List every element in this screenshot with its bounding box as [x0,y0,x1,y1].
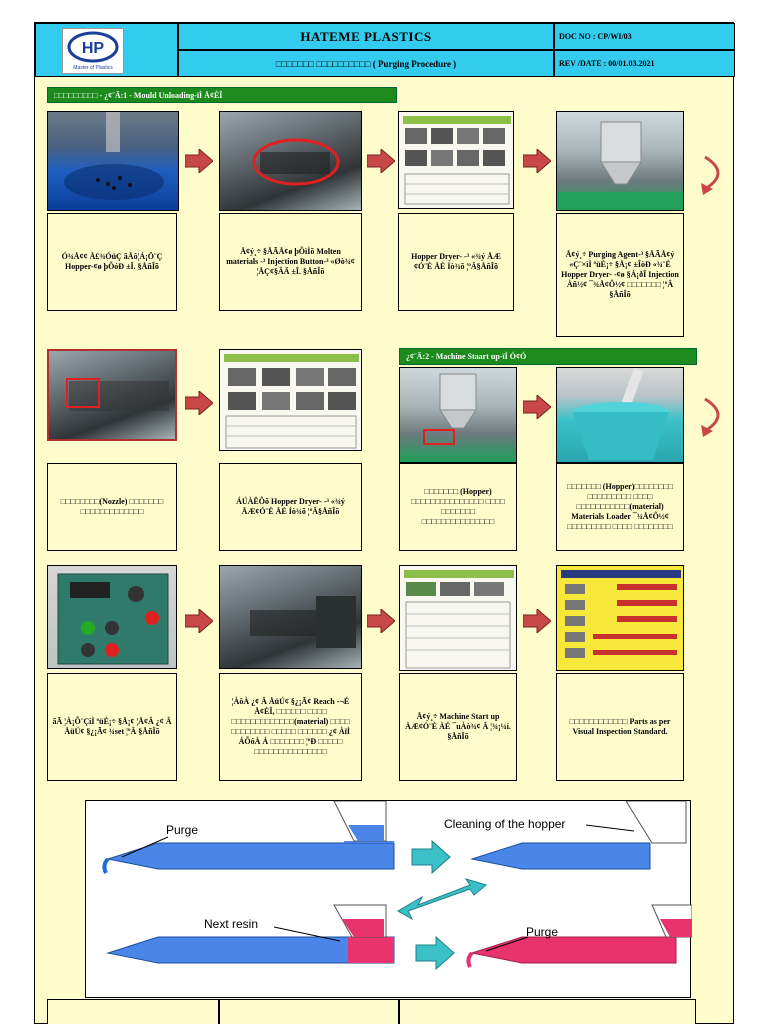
photo-nozzle-closeup [47,349,177,441]
step-11-description: Å¢ý¸÷ Machine Start up ÀÆ¢Ó¨È ÀÉ ¯uÀò¾¢ … [399,673,517,781]
label-purge-bottom: Purge [526,925,559,939]
work-instruction-sheet: HP Master of Plastics HATEME PLASTICS □□… [34,22,735,1024]
granules-illustration [64,112,164,200]
step-12-description: □□□□□□□□□□□□ Parts as per Visual Inspect… [556,673,684,781]
photo-inspection-standard [556,565,684,671]
step-3-description: Hopper Dryer- -³ «¾ý ÅÆ ¢Ó¨È ÅÈ Íò¾õ ¦ºÂ… [398,213,514,311]
tank-illustration [573,368,669,460]
document-subtitle: □□□□□□□ □□□□□□□□□□ ( Purging Procedure ) [178,50,554,77]
logo-tagline: Master of Plastics [73,65,113,71]
arrow-right-icon [185,149,213,173]
step-7-description: □□□□□□□ (Hopper) □□□□□□□□□□□□□□□ □□□□ □□… [399,463,517,551]
nozzle-closeup-highlight [66,378,169,411]
arrow-right-icon [523,395,551,419]
nozzle-temp-illustration [250,596,356,648]
hopper-side-highlight [423,373,477,445]
curved-arrow-down-icon [701,155,720,195]
stage-1-banner: □□□□□□□□□ - ¿¢¨Ä:1 - Mould Unloading-ïÌ … [47,87,397,103]
step-4-description: Å¢ý¸÷ Purging Agent-³ §ÅÃÅ¢ý «Ç¨×ìÌ ºüÈ¡… [556,213,684,337]
photo-startup-checklist [399,565,517,671]
nozzle-highlight [252,138,340,186]
photo-hopper-granules [47,111,179,211]
photo-hopper-tank [556,367,684,463]
photo-temperature-controller [47,565,177,669]
dryer-illustration [557,121,683,210]
step-6-description: ÁÚÀÊÔõ Hopper Dryer- -³ «¾ý ÅÆ¢Ó¨È ÅÈ Íò… [219,463,362,551]
checklist-thumbnail-2 [224,354,359,449]
photo-injection-nozzle [219,111,362,211]
photo-hopper-dryer [556,111,684,211]
label-next-resin: Next resin [204,917,259,931]
step-9-description: ãÃ ¦À¡Õ¨ÇìÌ ºüÈ¡÷ §Å¡¢ ¦Å¢Â ¿¢ Â ÅüÚ¢ §¿… [47,673,177,781]
label-purge-top: Purge [166,823,199,837]
arrow-right-icon [367,149,395,173]
purging-diagram-illustration [102,800,693,971]
label-cleaning-hopper: Cleaning of the hopper [444,817,566,831]
logo-mark-icon: HP Master of Plastics [67,31,119,71]
photo-dryer-checklist [398,111,514,209]
startup-checklist-thumbnail [404,570,514,669]
revision-date: REV /DATE : 00/01.03.2021 [554,50,735,77]
step-8-description: □□□□□□□ (Hopper)□□□□□□□□ □□□□□□□□□ □□□□ … [556,463,684,551]
stage-2-banner: ¿¢¨Ä:2 - Machine Staart up-ïÌ Ó¢Ó [399,348,697,365]
step-2-description: Å¢ý¸÷ §ÅÃÅ¢ø þÕìÌõ Molten materials -³ I… [219,213,362,311]
photo-dryer-checklist-2 [219,349,362,451]
doc-number: DOC NO : CP/WI/03 [554,23,735,50]
logo-cell: HP Master of Plastics [35,23,178,77]
arrow-right-icon [367,609,395,633]
photo-nozzle-temperature [219,565,362,669]
inspection-sheet-thumbnail [561,570,681,658]
checklist-thumbnail [403,116,511,205]
controller-illustration [57,573,169,665]
purging-diagram: Purge Cleaning of the hopper Next resin … [85,800,693,998]
arrow-right-icon [523,149,551,173]
arrow-right-icon [523,609,551,633]
step-10-description: ¦ÀôÀ ¿¢ Â ÅüÚ¢ §¿¡Ã¢ Reach -¬É Å¢ÈÎ, □□□… [219,673,362,781]
curved-arrow-down-icon [701,397,720,437]
footer-cell-3 [399,999,696,1024]
arrow-right-icon [185,391,213,415]
step-5-description: □□□□□□□□(Nozzle) □□□□□□□ □□□□□□□□□□□□□ [47,463,177,551]
arrow-right-icon [185,609,213,633]
company-logo: HP Master of Plastics [62,28,124,74]
footer-cell-2 [219,999,399,1024]
company-title: HATEME PLASTICS [178,23,554,50]
step-1-description: Ó¾Å¢¢ Å£¾ÓüÇ ãÅô¦Á¡Ö¨Ç Hopper-¢ø þÕóÐ ±Î… [47,213,177,311]
photo-hopper-side [399,367,517,463]
footer-cell-1 [47,999,219,1024]
logo-mark-text: HP [82,40,105,57]
